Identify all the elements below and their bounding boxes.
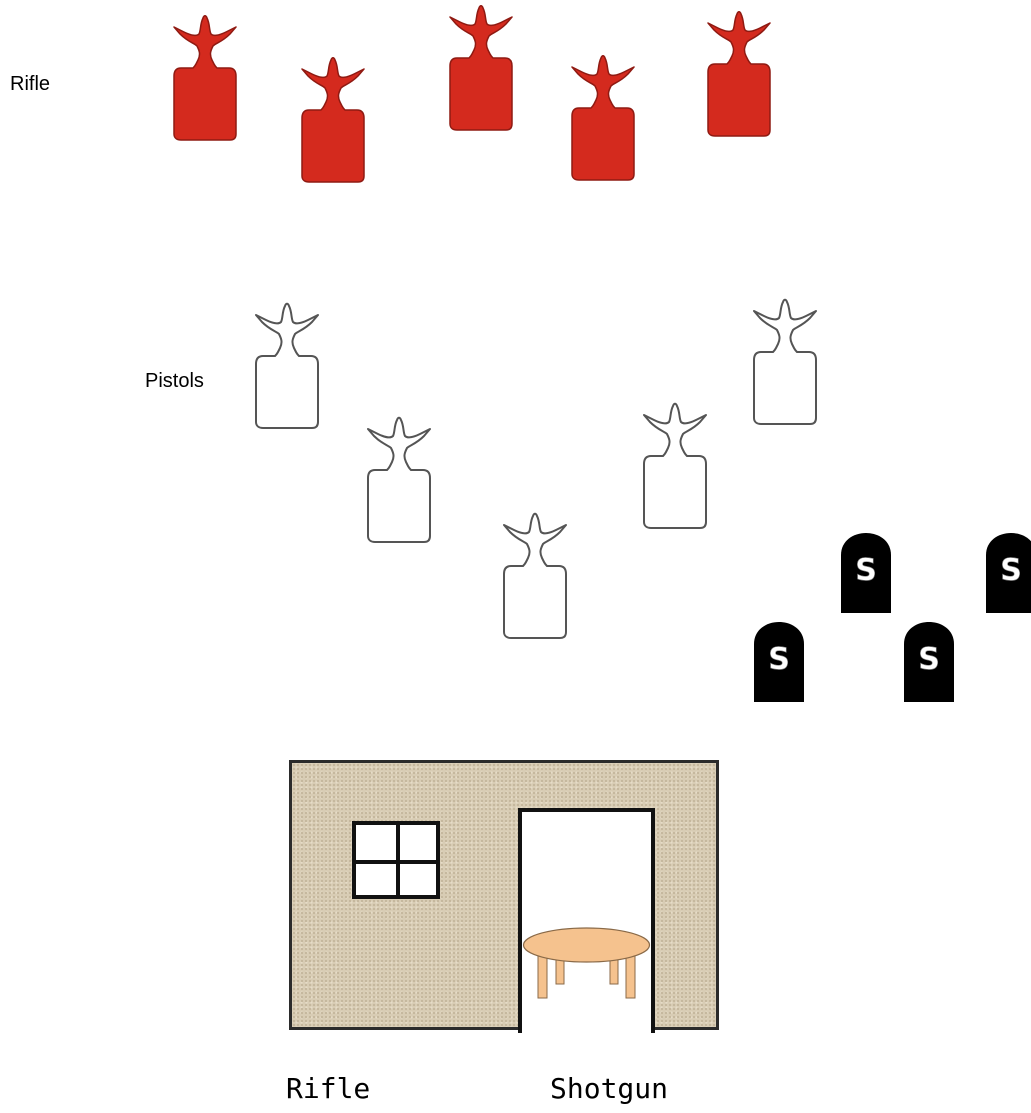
shotgun-target-2: S — [986, 533, 1031, 613]
shotgun-target-marker: S — [855, 553, 877, 588]
shotgun-target-4: S — [904, 622, 954, 702]
doorway — [518, 808, 655, 1033]
window-icon — [352, 821, 440, 899]
shotgun-target-1: S — [841, 533, 891, 613]
shotgun-target-marker: S — [768, 642, 790, 677]
bottom-rifle-label: Rifle — [286, 1072, 371, 1105]
pistol-target-4 — [640, 400, 710, 530]
shotgun-target-marker: S — [918, 642, 940, 677]
rifle-target-4 — [568, 52, 638, 182]
bottom-shotgun-label: Shotgun — [550, 1072, 669, 1105]
pistols-section-label: Pistols — [145, 370, 204, 392]
pistol-target-2 — [364, 414, 434, 544]
shotgun-target-marker: S — [1000, 553, 1022, 588]
pistol-target-5 — [750, 296, 820, 426]
building — [289, 760, 719, 1033]
rifle-target-3 — [446, 2, 516, 132]
rifle-target-2 — [298, 54, 368, 184]
pistol-target-3 — [500, 510, 570, 640]
shotgun-target-3: S — [754, 622, 804, 702]
rifle-target-1 — [170, 12, 240, 142]
rifle-target-5 — [704, 8, 774, 138]
table-icon — [522, 927, 651, 999]
rifle-section-label: Rifle — [10, 73, 51, 95]
pistol-target-1 — [252, 300, 322, 430]
